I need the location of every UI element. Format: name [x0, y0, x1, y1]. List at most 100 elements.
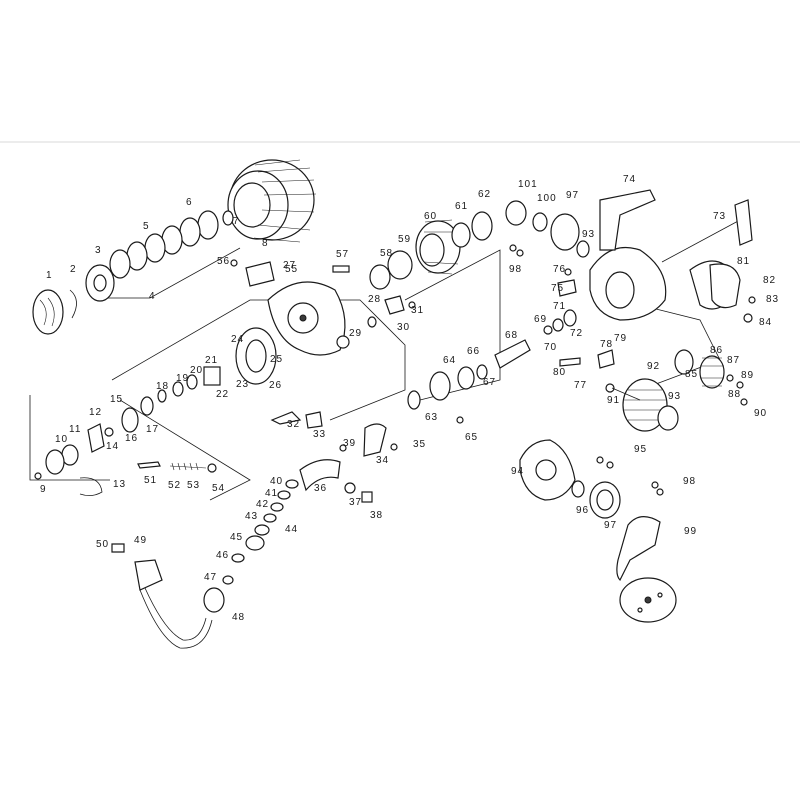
callout-label: 20 — [190, 365, 203, 376]
callout-label: 93 — [668, 391, 681, 402]
callout-label: 84 — [759, 317, 772, 328]
callout-label: 4 — [149, 291, 156, 302]
callout-label: 16 — [125, 433, 138, 444]
callout-label: 41 — [265, 488, 278, 499]
callout-label: 7 — [233, 216, 240, 227]
callout-label: 82 — [763, 275, 776, 286]
callout-label: 38 — [370, 510, 383, 521]
callout-label: 91 — [607, 395, 620, 406]
rotor-nut-assembly — [140, 327, 277, 416]
group-bracket-spool — [92, 247, 241, 299]
callout-label: 26 — [269, 380, 282, 391]
callout-label: 23 — [236, 379, 249, 390]
callout-label: 59 — [398, 234, 411, 245]
callout-label: 21 — [205, 355, 218, 366]
callout-label: 76 — [553, 264, 566, 275]
callout-label: 78 — [600, 339, 613, 350]
callout-label: 9 — [40, 484, 47, 495]
callout-label: 43 — [245, 511, 258, 522]
callout-label: 71 — [553, 301, 566, 312]
callout-label: 93 — [582, 229, 595, 240]
handle — [616, 516, 677, 623]
callout-label: 79 — [614, 333, 627, 344]
rear-cover — [689, 260, 756, 323]
callout-label: 64 — [443, 355, 456, 366]
callout-label: 24 — [231, 334, 244, 345]
callout-label: 49 — [134, 535, 147, 546]
callout-label: 2 — [70, 264, 77, 275]
callout-label: 99 — [684, 526, 697, 537]
callout-label: 98 — [683, 476, 696, 487]
callout-label: 61 — [455, 201, 468, 212]
callout-label: 101 — [518, 179, 538, 190]
drive-gear — [605, 349, 748, 432]
group-bracket-oscillation — [404, 249, 501, 401]
callout-label: 11 — [69, 424, 81, 435]
pinion-gear — [415, 211, 493, 275]
callout-label: 53 — [187, 480, 200, 491]
bail-wire-holder — [270, 411, 398, 503]
callout-label: 42 — [256, 499, 269, 510]
callout-label: 83 — [766, 294, 779, 305]
callout-label: 40 — [270, 476, 283, 487]
callout-label-layer: 1234567891011121314151617181920212223242… — [40, 174, 779, 623]
callout-label: 5 — [143, 221, 150, 232]
callout-label: 85 — [685, 369, 698, 380]
callout-label: 33 — [313, 429, 326, 440]
callout-label: 13 — [113, 479, 126, 490]
callout-label: 56 — [217, 256, 230, 267]
callout-label: 45 — [230, 532, 243, 543]
callout-label: 14 — [106, 441, 119, 452]
callout-label: 34 — [376, 455, 389, 466]
callout-label: 73 — [713, 211, 726, 222]
callout-label: 95 — [634, 444, 647, 455]
callout-label: 81 — [737, 256, 750, 267]
callout-label: 31 — [411, 305, 424, 316]
callout-label: 97 — [566, 190, 579, 201]
callout-label: 47 — [204, 572, 217, 583]
line-roller-stack — [111, 479, 299, 585]
callout-label: 18 — [156, 381, 169, 392]
callout-label: 72 — [570, 328, 583, 339]
callout-label: 62 — [478, 189, 491, 200]
callout-label: 90 — [754, 408, 767, 419]
callout-label: 6 — [186, 197, 193, 208]
callout-label: 100 — [537, 193, 557, 204]
callout-label: 50 — [96, 539, 109, 550]
side-cover — [519, 439, 664, 519]
center-parts — [230, 250, 416, 328]
callout-label: 46 — [216, 550, 229, 561]
callout-label: 10 — [55, 434, 68, 445]
callout-label: 65 — [465, 432, 478, 443]
callout-label: 94 — [511, 466, 524, 477]
reel-body — [589, 189, 753, 321]
callout-label: 3 — [95, 245, 102, 256]
callout-label: 98 — [509, 264, 522, 275]
callout-label: 63 — [425, 412, 438, 423]
callout-label: 75 — [551, 283, 564, 294]
callout-label: 25 — [270, 354, 283, 365]
callout-label: 60 — [424, 211, 437, 222]
callout-label: 28 — [368, 294, 381, 305]
callout-label: 8 — [262, 238, 269, 249]
callout-label: 29 — [349, 328, 362, 339]
bail-arm — [134, 459, 341, 649]
callout-label: 58 — [380, 248, 393, 259]
callout-label: 87 — [727, 355, 740, 366]
callout-label: 17 — [146, 424, 159, 435]
callout-label: 19 — [176, 373, 189, 384]
callout-label: 97 — [604, 520, 617, 531]
callout-label: 74 — [623, 174, 636, 185]
group-bracket-drag — [119, 399, 251, 501]
callout-label: 27 — [283, 260, 296, 271]
callout-label: 66 — [467, 346, 480, 357]
callout-label: 52 — [168, 480, 181, 491]
callout-label: 15 — [110, 394, 123, 405]
callout-label: 44 — [285, 524, 298, 535]
callout-label: 37 — [349, 497, 362, 508]
spool-part — [227, 159, 317, 243]
callout-label: 55 — [285, 264, 298, 275]
callout-label: 54 — [212, 483, 225, 494]
